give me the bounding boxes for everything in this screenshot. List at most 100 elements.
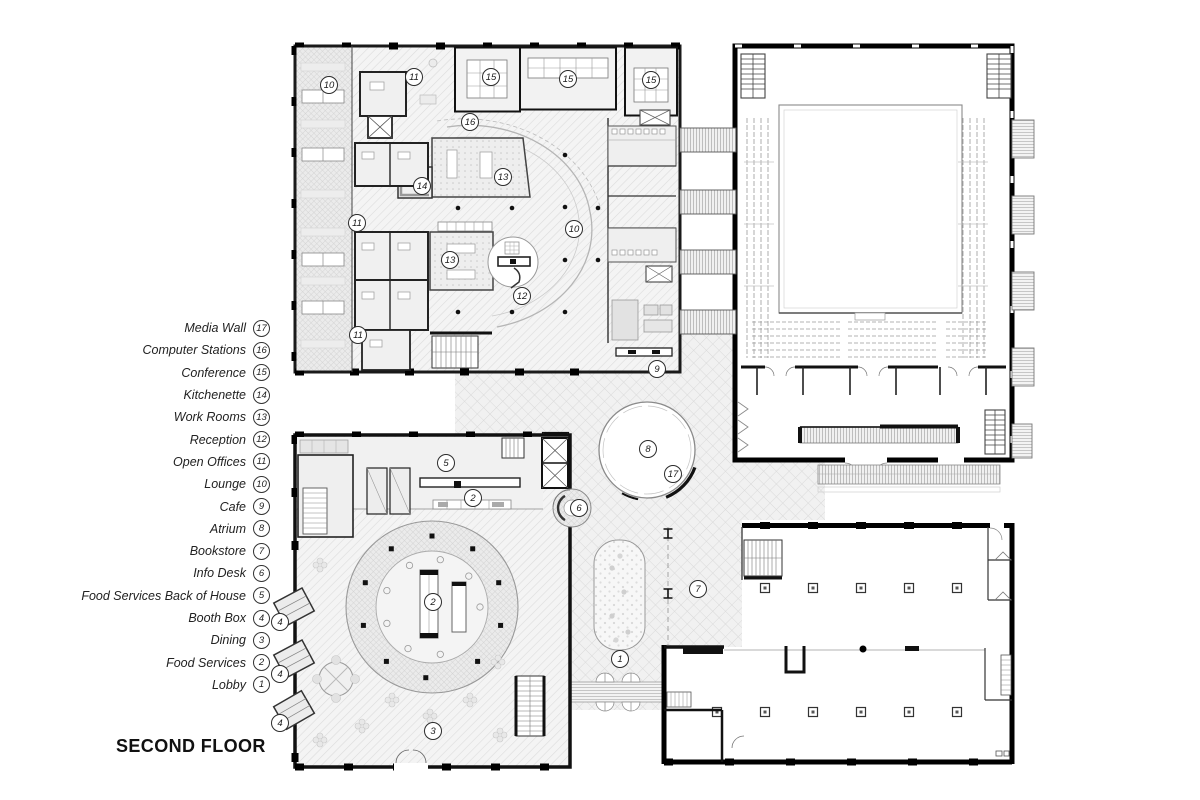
legend-label: Lobby (211, 677, 246, 692)
plan-marker-open-offices: 11 (405, 68, 423, 86)
stair (514, 675, 546, 737)
legend-label: Food Services (166, 655, 246, 670)
legend-item: Work Rooms 13 (80, 406, 270, 428)
legend-number-badge: 11 (253, 453, 270, 471)
plan-marker-conference: 15 (482, 68, 500, 86)
plan-marker-food-services: 2 (464, 489, 482, 507)
legend-label: Computer Stations (142, 343, 246, 358)
legend-label: Conference (181, 365, 246, 380)
plan-marker-booth-box: 4 (271, 714, 289, 732)
legend-item: Booth Box 4 (80, 607, 270, 629)
legend-label: Lounge (204, 477, 246, 492)
plan-marker-bookstore: 7 (689, 580, 707, 598)
booth-boxes (272, 586, 316, 731)
dining-tables (312, 557, 508, 748)
office-rooms-mid (354, 142, 429, 331)
service-strip (607, 109, 677, 357)
link-bridges (679, 127, 737, 335)
plan-marker-food-services-boh: 5 (437, 454, 455, 472)
office-block (291, 42, 682, 376)
legend-label: Food Services Back of House (81, 588, 246, 603)
stair (666, 691, 692, 708)
plan-marker-booth-box: 4 (271, 665, 289, 683)
east-balconies (1011, 119, 1035, 459)
reception-desk (487, 236, 539, 289)
media-wall (665, 466, 697, 499)
legend-number-badge: 10 (253, 475, 270, 493)
legend-item: Kitchenette 14 (80, 384, 270, 406)
seating-rows-rear (752, 321, 988, 358)
legend-number-badge: 9 (253, 498, 270, 516)
legend-label: Work Rooms (173, 410, 246, 425)
office-rooms-bottom (361, 329, 411, 371)
legend-label: Open Offices (173, 454, 246, 469)
elevator-bank (541, 437, 569, 489)
plan-marker-booth-box: 4 (271, 613, 289, 631)
plan-marker-cafe: 9 (648, 360, 666, 378)
coat-counter (798, 424, 960, 444)
seating-rows-side (744, 118, 988, 358)
plan-marker-work-rooms: 13 (441, 251, 459, 269)
plan-marker-open-offices: 11 (349, 326, 367, 344)
lobby-carpet (593, 539, 646, 651)
plan-marker-open-offices: 11 (348, 214, 366, 232)
plan-marker-kitchenette: 14 (413, 177, 431, 195)
plan-marker-media-wall: 17 (664, 465, 682, 483)
main-entrance (567, 672, 666, 712)
legend-number-badge: 13 (253, 408, 270, 426)
legend-number-badge: 17 (253, 319, 270, 337)
legend-item: Food Services 2 (80, 651, 270, 673)
legend-item: Reception 12 (80, 428, 270, 450)
plan-marker-conference: 15 (642, 71, 660, 89)
legend-label: Kitchenette (183, 388, 246, 403)
lower-right-block (661, 522, 1015, 766)
legend-number-badge: 16 (253, 341, 270, 359)
plan-marker-reception: 12 (513, 287, 531, 305)
plan-marker-conference: 15 (559, 70, 577, 88)
legend-number-badge: 8 (253, 520, 270, 538)
office-rooms-top (359, 56, 477, 139)
legend-label: Media Wall (184, 321, 246, 336)
legend-label: Reception (189, 432, 246, 447)
south-bench (737, 401, 1001, 493)
legend-number-badge: 6 (253, 564, 270, 582)
legend-number-badge: 12 (253, 431, 270, 449)
auditorium-vestibules (741, 365, 1006, 395)
cafe-counter (615, 347, 673, 357)
plan-marker-lounge: 10 (565, 220, 583, 238)
servery-counter (419, 477, 521, 488)
legend-item: Atrium 8 (80, 518, 270, 540)
work-room-upper (431, 137, 531, 198)
round-table (312, 655, 360, 703)
plan-marker-computer-stations: 16 (461, 113, 479, 131)
legend-number-badge: 2 (253, 654, 270, 672)
conference-rooms (454, 46, 678, 117)
legend-number-badge: 14 (253, 386, 270, 404)
stair (1000, 654, 1012, 696)
legend-item: Computer Stations 16 (80, 339, 270, 361)
dining-block (272, 431, 572, 771)
work-room-lower (429, 231, 494, 291)
legend-number-badge: 3 (253, 631, 270, 649)
legend-item: Info Desk 6 (80, 562, 270, 584)
legend-label: Info Desk (193, 566, 246, 581)
auditorium-block (732, 43, 1015, 476)
legend-label: Atrium (209, 521, 246, 536)
plan-marker-lounge: 10 (320, 76, 338, 94)
stair (743, 539, 783, 580)
legend-number-badge: 4 (253, 609, 270, 627)
plan-marker-dining: 3 (424, 722, 442, 740)
legend-number-badge: 1 (253, 676, 270, 694)
stair (430, 331, 492, 369)
legend-item: Media Wall 17 (80, 317, 270, 339)
plan-marker-info-desk: 6 (570, 499, 588, 517)
legend-item: Lounge 10 (80, 473, 270, 495)
plan-marker-food-services: 2 (424, 593, 442, 611)
plan-marker-work-rooms: 13 (494, 168, 512, 186)
legend-label: Booth Box (188, 611, 246, 625)
